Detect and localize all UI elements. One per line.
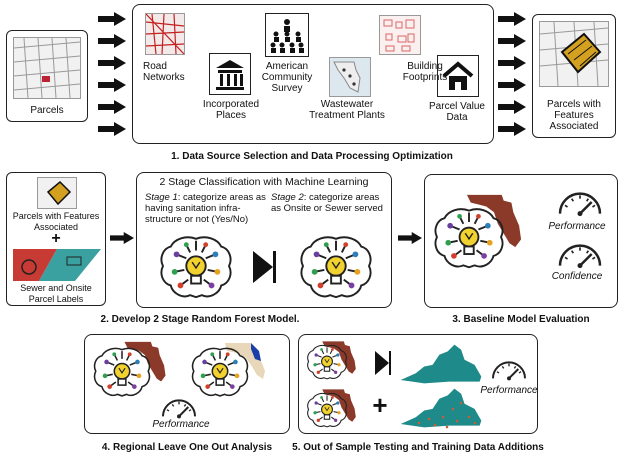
parcels-input: Parcels	[6, 30, 88, 122]
eval-confidence-label: Confidence	[551, 271, 603, 282]
arrow-group-in	[98, 8, 128, 144]
parcel-value-label: Parcel Value Data	[429, 101, 485, 123]
stage1-text: : categorize areas as having sanitation …	[145, 192, 266, 225]
gauge-icon	[558, 244, 602, 269]
caption-step5: 5. Out of Sample Testing and Training Da…	[292, 442, 544, 453]
people-icon	[265, 13, 309, 57]
stage2-text: : categorize areas as Onsite or Sewer se…	[271, 192, 383, 214]
acs-label: American Community Survey	[261, 61, 313, 94]
building-icon	[209, 53, 251, 95]
play-triangle-icon	[253, 251, 276, 283]
oos-plus: +	[372, 390, 388, 420]
building-footprints-label: Building Footprints	[402, 61, 448, 83]
caption-step3: 3. Baseline Model Evaluation	[452, 314, 590, 325]
oos-performance-label: Performance	[480, 385, 538, 396]
data-sources-panel: Road Networks Incorporated Places Americ…	[132, 4, 494, 144]
arrow-to-eval	[398, 228, 422, 248]
wwtp-label: Wastewater Treatment Plants	[309, 99, 385, 121]
brain-bulb-icon	[93, 347, 151, 397]
sewer-onsite-image	[13, 249, 101, 281]
model-panel: 2 Stage Classification with Machine Lear…	[136, 172, 392, 308]
stage2-name: Stage 2	[271, 192, 304, 203]
loo-panel: Performance	[84, 334, 290, 434]
brain-bulb-icon	[160, 236, 232, 299]
gauge-icon	[558, 192, 602, 217]
gauge-icon	[492, 361, 526, 381]
loo-performance-label: Performance	[152, 419, 210, 430]
featured-parcel-image	[539, 21, 609, 87]
caption-step1: 1. Data Source Selection and Data Proces…	[171, 151, 453, 162]
model-inputs: Parcels with Features Associated + Sewer…	[6, 172, 106, 306]
play-triangle-icon	[375, 351, 391, 375]
virginia-map-dotted	[400, 388, 482, 429]
oos-panel: + Performance	[298, 334, 538, 434]
input-label-sewer: Sewer and Onsite Parcel Labels	[20, 283, 92, 304]
wastewater-map-image	[329, 57, 371, 97]
parcel-map-thumbnail	[13, 37, 81, 99]
road-networks-image	[145, 13, 185, 55]
gauge-icon	[162, 399, 196, 419]
virginia-map	[400, 344, 482, 384]
parcels-label: Parcels	[30, 105, 64, 116]
brain-bulb-icon	[307, 392, 347, 428]
model-title: 2 Stage Classification with Machine Lear…	[159, 176, 369, 188]
house-icon	[437, 55, 479, 97]
eval-performance-label: Performance	[548, 221, 606, 232]
stage1-name: Stage 1	[145, 192, 178, 203]
caption-step2: 2. Develop 2 Stage Random Forest Model.	[100, 314, 300, 325]
stage1-desc: Stage 1: categorize areas as having sani…	[145, 192, 271, 225]
caption-step4: 4. Regional Leave One Out Analysis	[101, 442, 273, 453]
parcels-with-features-output: Parcels with Features Associated	[532, 14, 616, 138]
output-label: Parcels with Features Associated	[547, 99, 601, 132]
featured-parcel-small-image	[37, 177, 77, 209]
baseline-eval-panel: Performance Confidence	[424, 174, 618, 308]
building-footprints-image	[379, 15, 421, 55]
incorporated-places-label: Incorporated Places	[202, 99, 260, 121]
brain-bulb-icon	[191, 347, 249, 397]
brain-bulb-icon	[307, 344, 347, 380]
arrow-to-model	[110, 228, 134, 248]
brain-bulb-icon	[300, 236, 372, 299]
brain-bulb-icon	[434, 208, 504, 269]
stage2-desc: Stage 2: categorize areas as Onsite or S…	[271, 192, 391, 214]
input-plus: +	[51, 230, 61, 247]
road-networks-label: Road Networks	[143, 61, 185, 83]
parcel-grid-image	[13, 37, 81, 99]
florida-map-regional	[225, 343, 265, 379]
input-label-features: Parcels with Features Associated	[12, 211, 100, 232]
arrow-group-out	[498, 8, 528, 144]
